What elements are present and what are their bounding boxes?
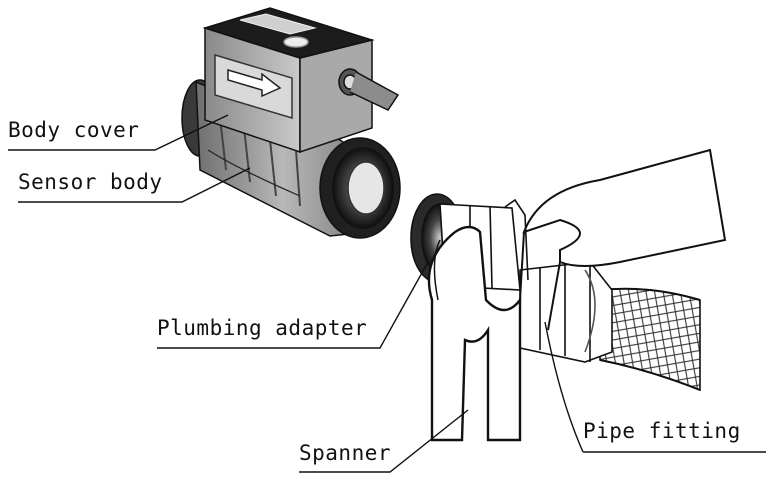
leader-sensor-body [18, 167, 251, 203]
pipe-fitting-hex [519, 261, 613, 363]
braided-hose [599, 287, 701, 392]
label-sensor-body: Sensor body [18, 170, 163, 194]
label-plumbing-adapter: Plumbing adapter [157, 316, 368, 340]
leader-body-cover [8, 114, 229, 151]
leader-pipe-fitting [544, 321, 766, 453]
label-pipe-fitting: Pipe fitting [583, 419, 741, 443]
leader-spanner [299, 409, 469, 473]
flow-arrow-icon [227, 68, 282, 98]
leader-lines [8, 114, 766, 473]
label-body-cover: Body cover [8, 118, 140, 142]
spanner-tool [427, 225, 522, 442]
pipe-fitting-assembly [519, 261, 701, 392]
leader-plumbing-adapter [157, 261, 429, 349]
label-spanner: Spanner [299, 441, 392, 465]
sensor-cable [349, 71, 400, 111]
flow-sensor [181, 7, 401, 239]
